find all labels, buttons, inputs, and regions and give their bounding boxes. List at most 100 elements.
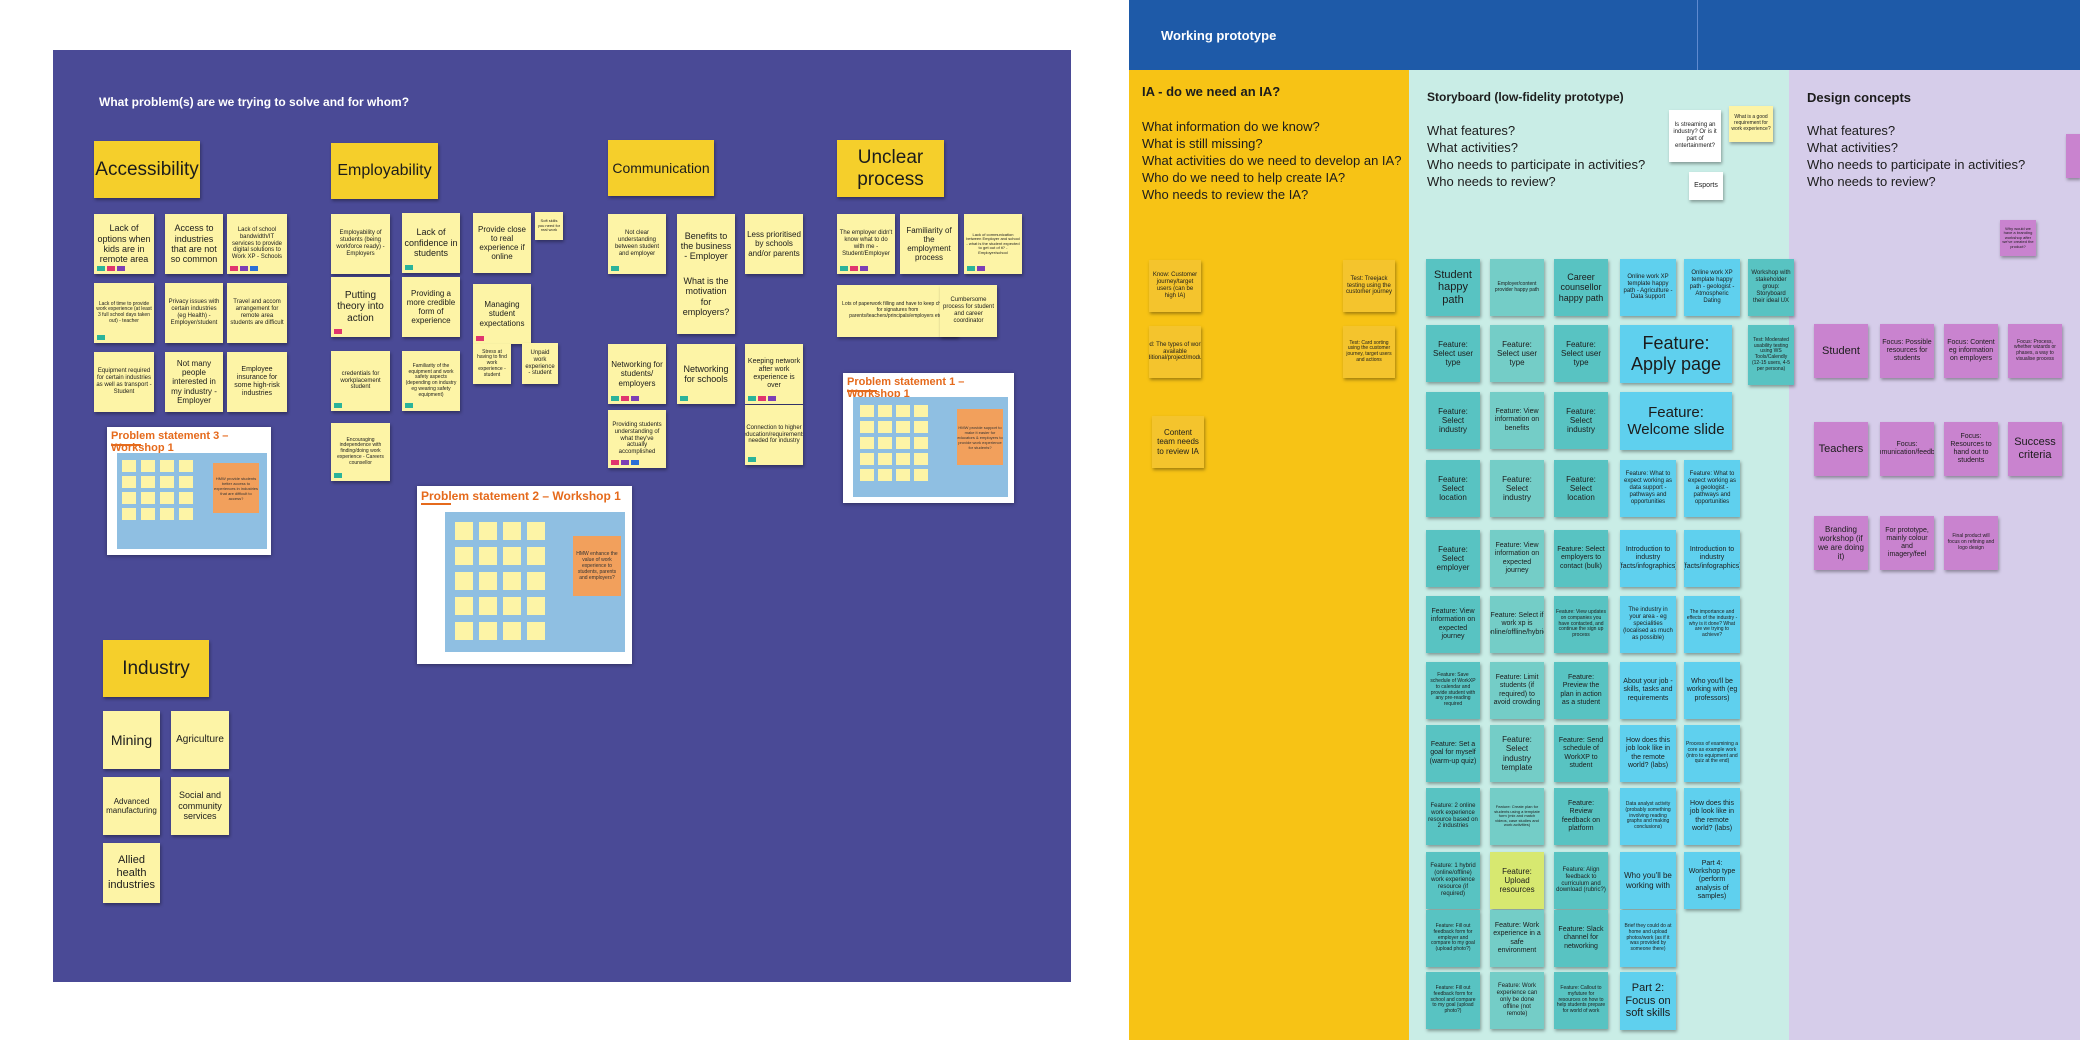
design-note[interactable]: Focus: Content eg information on employe… [1944, 324, 1998, 378]
branding-question-note[interactable]: Why would we have a branding workshop af… [2000, 220, 2036, 256]
storyboard-note[interactable]: Feature: Send schedule of WorkXP to stud… [1554, 725, 1608, 782]
storyboard-note[interactable]: Feature: Align feedback to curriculum an… [1554, 852, 1608, 909]
employability-note[interactable]: Managing student expectations [473, 284, 531, 344]
storyboard-note[interactable]: Feature: Work experience can only be don… [1490, 972, 1544, 1029]
streaming-question-note[interactable]: Is streaming an industry? Or is it part … [1669, 110, 1721, 162]
storyboard-note[interactable]: Feature: View information on benefits [1490, 392, 1544, 449]
ia-note[interactable]: Test: Card sorting using the customer jo… [1343, 326, 1395, 378]
communication-note[interactable]: Networking for students/ employers [608, 344, 666, 404]
storyboard-note[interactable]: Feature: Set a goal for myself (warm-up … [1426, 725, 1480, 782]
industry-note[interactable]: Agriculture [171, 711, 229, 769]
storyboard-note[interactable]: Data analyst activity (probably somethin… [1620, 788, 1676, 845]
storyboard-note[interactable]: Online work XP template happy path - geo… [1684, 259, 1740, 316]
esports-note[interactable]: Esports [1689, 172, 1723, 200]
design-note[interactable]: For prototype, mainly colour and imagery… [1880, 516, 1934, 570]
design-note[interactable]: Student [1814, 324, 1868, 378]
design-note[interactable]: Teachers [1814, 422, 1868, 476]
industry-note[interactable]: Advanced manufacturing [103, 777, 160, 835]
design-note[interactable]: Focus: Process, whether wizards or phase… [2008, 324, 2062, 378]
storyboard-note[interactable]: Feature: View information on expected jo… [1426, 596, 1480, 653]
employability-note[interactable]: Lack of confidence in students [402, 213, 460, 273]
employability-note[interactable]: Stress at having to find work experience… [473, 344, 511, 384]
communication-note[interactable]: Networking for schools [677, 344, 735, 404]
storyboard-note[interactable]: Feature: What to expect working as data … [1620, 460, 1676, 517]
employability-header[interactable]: Employability [331, 143, 438, 199]
accessibility-header[interactable]: Accessibility [94, 141, 200, 198]
storyboard-note[interactable]: Feature: 1 hybrid (online/offline) work … [1426, 852, 1480, 909]
storyboard-note[interactable]: Feature: Select industry template [1490, 725, 1544, 782]
communication-note[interactable]: Connection to higher education/requireme… [745, 405, 803, 465]
storyboard-note[interactable]: Process of examining a core as example w… [1684, 725, 1740, 782]
design-note[interactable]: Branding workshop (if we are doing it) [1814, 516, 1868, 570]
accessibility-note[interactable]: Lack of options when kids are in remote … [94, 214, 154, 274]
storyboard-note[interactable]: Feature: Select if work xp is online/off… [1490, 596, 1544, 653]
employability-note[interactable]: Familiarity of the equipment and work sa… [402, 351, 460, 411]
ia-note[interactable]: Know: Customer journey/target users (can… [1149, 260, 1201, 312]
storyboard-note[interactable]: How does this job look like in the remot… [1684, 788, 1740, 845]
storyboard-note[interactable]: Feature: Select user type [1554, 325, 1608, 382]
storyboard-note[interactable]: Feature: Select employers to contact (bu… [1554, 530, 1608, 587]
storyboard-note[interactable]: Feature: Select location [1554, 460, 1608, 517]
storyboard-note[interactable]: Employer/content provider happy path [1490, 259, 1544, 316]
storyboard-note[interactable]: Feature: Apply page [1620, 325, 1732, 383]
storyboard-note[interactable]: Student happy path [1426, 259, 1480, 316]
accessibility-note[interactable]: Privacy issues with certain industries (… [165, 283, 223, 343]
storyboard-note[interactable]: The importance and effects of the indust… [1684, 596, 1740, 653]
storyboard-note[interactable]: Feature: Limit students (if required) to… [1490, 662, 1544, 719]
accessibility-note[interactable]: Access to industries that are not so com… [165, 214, 223, 274]
storyboard-note[interactable]: Career counsellor happy path [1554, 259, 1608, 316]
storyboard-note[interactable]: Feature: Select industry [1554, 392, 1608, 449]
storyboard-note[interactable]: Feature: Review feedback on platform [1554, 788, 1608, 845]
accessibility-note[interactable]: Equipment required for certain industrie… [94, 352, 154, 412]
accessibility-note[interactable]: Travel and accom arrangement for remote … [227, 283, 287, 343]
employability-note[interactable]: Unpaid work experience - student [522, 343, 558, 384]
accessibility-note[interactable]: Not many people interested in my industr… [165, 352, 223, 412]
design-note[interactable]: Success criteria [2008, 422, 2062, 476]
industry-note[interactable]: Allied health industries [103, 843, 160, 903]
employability-note[interactable]: Providing a more credible form of experi… [402, 277, 460, 337]
storyboard-note[interactable]: Workshop with stakeholder group: Storybo… [1748, 259, 1794, 316]
employability-note[interactable]: Soft skills you need for real work [535, 212, 563, 240]
storyboard-note[interactable]: Feature: Fill out feedback form for scho… [1426, 972, 1480, 1029]
accessibility-note[interactable]: Lack of school bandwidth/IT services to … [227, 214, 287, 274]
storyboard-note[interactable]: Feature: Save schedule of WorkXP to cale… [1426, 662, 1480, 719]
storyboard-note[interactable]: The industry in your area - eg specialit… [1620, 596, 1676, 653]
storyboard-note[interactable]: Feature: What to expect working as a geo… [1684, 460, 1740, 517]
storyboard-note[interactable]: Feature: Preview the plan in action as a… [1554, 662, 1608, 719]
storyboard-note[interactable]: Feature: Select industry [1490, 460, 1544, 517]
unclear-process-note[interactable]: Lots of paperwork filling and have to ke… [837, 285, 958, 337]
unclear-process-header[interactable]: Unclear process [837, 140, 944, 197]
accessibility-note[interactable]: Employee insurance for some high-risk in… [227, 352, 287, 412]
storyboard-note[interactable]: Part 2: Focus on soft skills [1620, 972, 1676, 1030]
storyboard-note[interactable]: Who you'll be working with [1620, 852, 1676, 909]
storyboard-note[interactable]: Who you'll be working with (eg professor… [1684, 662, 1740, 719]
storyboard-note[interactable]: Feature: 2 online work experience resour… [1426, 788, 1480, 845]
accessibility-note[interactable]: Lack of time to provide work experience … [94, 283, 154, 343]
edge-note[interactable] [2066, 134, 2080, 178]
employability-note[interactable]: credentials for workplacement student [331, 351, 390, 411]
storyboard-note[interactable]: Brief they could do at home and upload p… [1620, 910, 1676, 967]
unclear-process-note[interactable]: Cumbersome process for student and caree… [940, 285, 997, 337]
storyboard-note[interactable]: Feature: View information on expected jo… [1490, 530, 1544, 587]
storyboard-note[interactable]: Feature: Callout to myfuture for resourc… [1554, 972, 1608, 1029]
storyboard-note[interactable]: Feature: Fill out feedback form for empl… [1426, 910, 1480, 967]
storyboard-note[interactable]: Feature: Create plan for students using … [1490, 788, 1544, 845]
storyboard-note[interactable]: Feature: Select employer [1426, 530, 1480, 587]
industry-header[interactable]: Industry [103, 640, 209, 697]
storyboard-note[interactable]: Introduction to industry (facts/infograp… [1684, 530, 1740, 587]
ia-note[interactable]: Content team needs to review IA [1152, 416, 1204, 468]
employability-note[interactable]: Provide close to real experience if onli… [473, 213, 531, 273]
storyboard-note[interactable]: Feature: Select location [1426, 460, 1480, 517]
problem-statement-2-card[interactable]: Problem statement 2 – Workshop 1 HMW enh… [417, 486, 632, 664]
storyboard-note[interactable]: Feature: Upload resources [1490, 852, 1544, 909]
communication-header[interactable]: Communication [608, 140, 714, 196]
storyboard-note[interactable]: Feature: View updates on companies you h… [1554, 596, 1608, 653]
industry-note[interactable]: Social and community services [171, 777, 229, 835]
employability-note[interactable]: Encouraging independence with finding/do… [331, 423, 390, 481]
communication-note[interactable]: Keeping network after work experience is… [745, 344, 803, 404]
unclear-process-note[interactable]: Familiarity of the employment process [900, 214, 958, 274]
storyboard-note[interactable]: Online work XP template happy path - Agr… [1620, 259, 1676, 316]
storyboard-note[interactable]: About your job - skills, tasks and requi… [1620, 662, 1676, 719]
storyboard-note[interactable]: Test: Moderated usability testing using … [1748, 325, 1794, 385]
